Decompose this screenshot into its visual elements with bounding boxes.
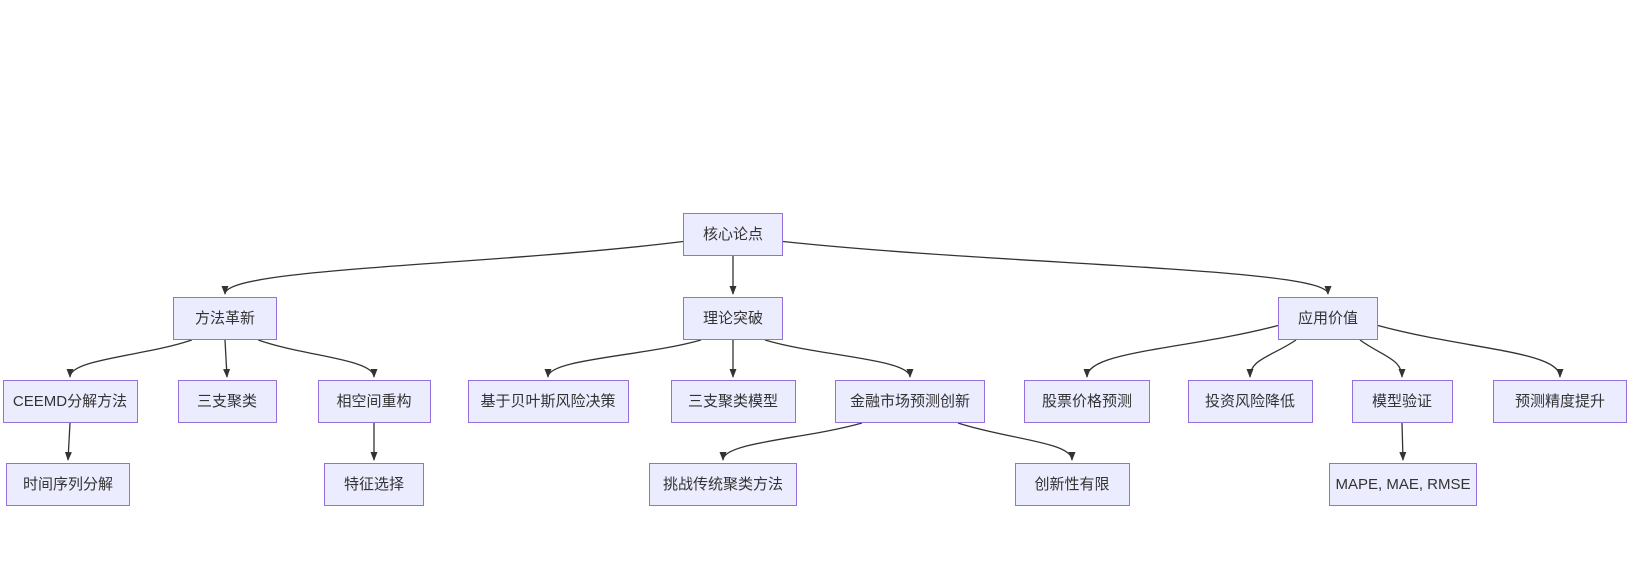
edge-application-value-to-stock-price-prediction	[1083, 324, 1279, 378]
node-theory-breakthrough: 理论突破	[683, 297, 783, 340]
node-bayes-risk-decision: 基于贝叶斯风险决策	[467, 380, 629, 423]
node-model-validation: 模型验证	[1351, 380, 1453, 423]
node-investment-risk-reduction: 投资风险降低	[1187, 380, 1313, 423]
edge-application-value-to-prediction-precision-improvement	[1377, 324, 1564, 378]
edge-model-validation-to-metrics	[1399, 422, 1407, 461]
edge-method-innovation-to-phase-space-reconstruction	[258, 339, 378, 378]
edge-root-to-method-innovation	[221, 240, 684, 295]
node-three-way-cluster-model: 三支聚类模型	[670, 380, 796, 423]
node-challenge-traditional-clustering: 挑战传统聚类方法	[649, 463, 797, 506]
edge-financial-market-prediction-innovation-to-limited-innovativeness	[957, 422, 1076, 461]
node-limited-innovativeness: 创新性有限	[1014, 463, 1130, 506]
node-prediction-precision-improvement: 预测精度提升	[1493, 380, 1627, 423]
edge-application-value-to-investment-risk-reduction	[1246, 339, 1297, 378]
edge-theory-breakthrough-to-bayes-risk-decision	[544, 339, 702, 378]
edge-application-value-to-model-validation	[1359, 339, 1406, 378]
node-ceemd-decomposition: CEEMD分解方法	[2, 380, 138, 423]
node-application-value: 应用价值	[1278, 297, 1378, 340]
edge-theory-breakthrough-to-financial-market-prediction-innovation	[764, 339, 914, 378]
edge-root-to-application-value	[782, 240, 1332, 295]
edge-group	[64, 240, 1564, 461]
node-root: 核心论点	[683, 213, 783, 256]
node-feature-selection: 特征选择	[324, 463, 424, 506]
edge-method-innovation-to-three-way-clustering	[223, 339, 231, 378]
edge-ceemd-decomposition-to-time-series-decomposition	[64, 422, 72, 461]
node-method-innovation: 方法革新	[173, 297, 277, 340]
edge-method-innovation-to-ceemd-decomposition	[66, 339, 192, 378]
node-phase-space-reconstruction: 相空间重构	[317, 380, 431, 423]
node-metrics: MAPE, MAE, RMSE	[1329, 463, 1477, 506]
node-three-way-clustering: 三支聚类	[177, 380, 277, 423]
edge-financial-market-prediction-innovation-to-challenge-traditional-clustering	[719, 422, 863, 461]
node-time-series-decomposition: 时间序列分解	[6, 463, 130, 506]
node-financial-market-prediction-innovation: 金融市场预测创新	[835, 380, 985, 423]
node-stock-price-prediction: 股票价格预测	[1024, 380, 1150, 423]
